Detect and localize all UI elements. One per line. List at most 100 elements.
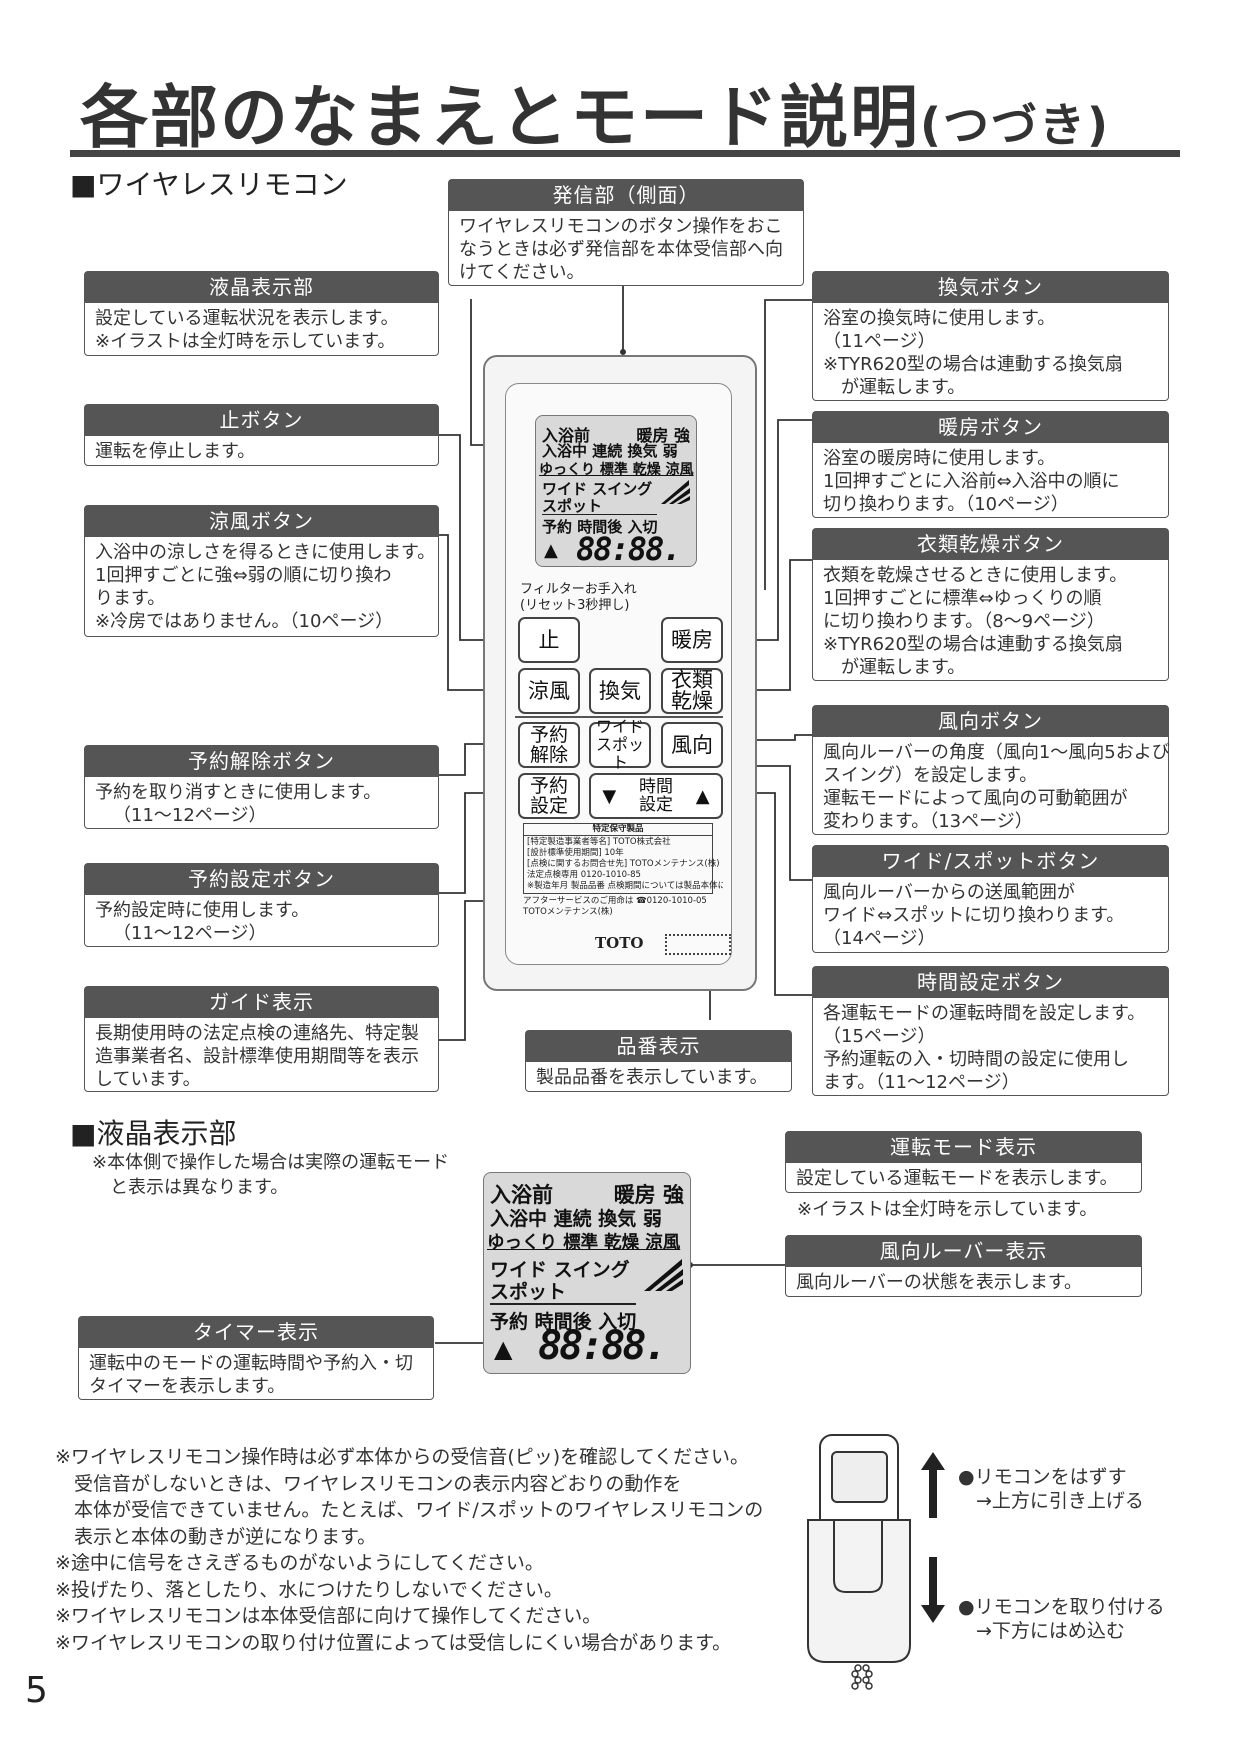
page-number: 5: [25, 1670, 48, 1711]
brand-logo: TOTO: [595, 934, 644, 952]
leader-fuko: [725, 734, 812, 741]
callout-title: 時間設定ボタン: [813, 967, 1168, 998]
holder-line: →上方に引き上げる: [976, 1490, 1144, 1512]
callout-line: 製品品番を表示しています。: [536, 1067, 768, 1088]
filter-label-line: フィルターお手入れ: [520, 582, 637, 597]
callout-title: 止ボタン: [85, 405, 438, 436]
callout-louver: 風向ルーバー表示 風向ルーバーの状態を表示します。: [785, 1235, 1142, 1297]
callout-line: 設定している運転モードを表示します。: [796, 1168, 1118, 1189]
time-set-button[interactable]: ▼ 時間設定 ▲: [589, 773, 723, 819]
leader-irui: [725, 559, 812, 691]
callout-unten-mode: 運転モード表示 設定している運転モードを表示します。: [785, 1131, 1142, 1193]
bottom-note-line: 本体が受信できていません。たとえば、ワイド/スポットのワイヤレスリモコンの: [55, 1499, 764, 1521]
callout-hasshin: 発信部（側面） ワイヤレスリモコンのボタン操作をおこ なうときは必ず発信部を本体…: [448, 179, 804, 286]
remote-holder-illustration: [807, 1434, 911, 1690]
ventilation-button[interactable]: 換気: [589, 668, 651, 714]
callout-title: 風向ボタン: [813, 706, 1168, 737]
callout-line: ワイド⇔スポットに切り換わります。: [823, 905, 1125, 926]
callout-line: 予約を取り消すときに使用します。: [95, 782, 382, 803]
button-label: 乾燥: [671, 689, 713, 713]
title-rule: [70, 150, 1180, 157]
callout-line: 1回押すごとに入浴前⇔入浴中の順に: [823, 471, 1120, 492]
large-lcd: 入浴前 暖房 強 入浴中 連続 換気 弱 ゆっくり 標準 乾燥 涼風 ワイド ス…: [483, 1172, 691, 1374]
guide-label-line: [特定製造事業者等名] TOTO株式会社: [527, 837, 671, 847]
bottom-notes: ※ワイヤレスリモコン操作時は必ず本体からの受信音(ピッ)を確認してください。 受…: [55, 1444, 763, 1656]
reservation-set-button[interactable]: 予約設定: [518, 773, 580, 819]
holder-remove-text: ●リモコンをはずす →上方に引き上げる: [958, 1465, 1144, 1513]
callout-line: ※TYR620型の場合は連動する換気扇: [823, 634, 1123, 655]
callout-line: 長期使用時の法定点検の連絡先、特定製: [95, 1023, 419, 1044]
callout-tome: 止ボタン 運転を停止します。: [84, 404, 439, 466]
callout-line: 風向ルーバーの角度（風向1～風向5および: [823, 742, 1170, 763]
wide-spot-button[interactable]: ワイドスポット: [589, 718, 651, 772]
callout-line: 浴室の暖房時に使用します。: [823, 448, 1056, 469]
callout-line: けてください。: [459, 262, 585, 283]
callout-line: 風向ルーバーの状態を表示します。: [796, 1272, 1083, 1293]
callout-fuko: 風向ボタン 風向ルーバーの角度（風向1～風向5および スイング）を設定します。 …: [812, 705, 1170, 835]
callout-line: 浴室の換気時に使用します。: [823, 308, 1056, 329]
page-title-sub: (つづき): [920, 98, 1111, 152]
button-label: ワイド: [595, 717, 644, 736]
guide-label-line: [点検に関するお問合せ先] TOTOメンテナンス(株): [527, 859, 720, 869]
callout-line: に切り換わります。（8～9ページ）: [823, 611, 1105, 632]
louver-icon: [661, 480, 690, 504]
stop-button[interactable]: 止: [518, 617, 580, 663]
leader-kanki-a: [764, 299, 812, 360]
callout-kanki: 換気ボタン 浴室の換気時に使用します。 （11ページ） ※TYR620型の場合は…: [812, 271, 1169, 401]
heating-button[interactable]: 暖房: [661, 617, 723, 663]
lcd-note-line: ※本体側で操作した場合は実際の運転モード: [92, 1152, 450, 1173]
remote-lcd-row6: 予約 時間後 入切: [542, 514, 658, 537]
button-label: 予約: [529, 775, 568, 797]
callout-line: しています。: [95, 1069, 201, 1090]
bottom-note-line: ※ワイヤレスリモコンの取り付け位置によっては受信しにくい場合があります。: [55, 1631, 732, 1654]
time-down-icon[interactable]: ▼: [602, 785, 617, 807]
cool-breeze-button[interactable]: 涼風: [518, 668, 580, 714]
large-lcd-row6: 予約 時間後 入切: [490, 1303, 637, 1334]
callout-line: 1回押すごとに強⇔弱の順に切り換わ: [95, 565, 392, 586]
button-label: 予約: [529, 724, 568, 746]
time-up-icon[interactable]: ▲: [695, 785, 710, 807]
callout-line: 造事業者名、設計標準使用期間等を表示: [95, 1046, 419, 1067]
callout-line: 入浴中の涼しさを得るときに使用します。: [95, 542, 436, 563]
holder-line: ●リモコンをはずす: [958, 1466, 1127, 1488]
callout-title: ガイド表示: [85, 987, 438, 1018]
remote-lcd-row2: 入浴中 連続 換気 弱: [542, 442, 678, 460]
callout-line: 1回押すごとに標準⇔ゆっくりの順: [823, 588, 1102, 609]
lcd-note-line: と表示は異なります。: [110, 1177, 289, 1198]
callout-danbo: 暖房ボタン 浴室の暖房時に使用します。 1回押すごとに入浴前⇔入浴中の順に 切り…: [812, 411, 1169, 518]
guide-label-line: [設計標準使用期間] 10年: [527, 848, 624, 858]
callout-line: 変わります。（13ページ）: [823, 811, 1033, 832]
callout-yoyaku-settei: 予約設定ボタン 予約設定時に使用します。 （11～12ページ）: [84, 863, 439, 947]
callout-line: が運転します。: [841, 377, 966, 398]
wind-direction-button[interactable]: 風向: [661, 722, 723, 768]
callout-title: 換気ボタン: [813, 272, 1168, 303]
guide-label-head: 特定保守製品: [523, 823, 713, 836]
guide-label-line: 法定点検専用 0120-1010-85: [527, 870, 641, 880]
holder-attach-text: ●リモコンを取り付ける →下方にはめ込む: [958, 1595, 1165, 1643]
reservation-cancel-button[interactable]: 予約解除: [518, 722, 580, 768]
callout-line: 切り換わります。（10ページ）: [823, 494, 1069, 515]
callout-hinban: 品番表示 製品品番を表示しています。: [525, 1030, 792, 1092]
button-label: 設定: [638, 795, 673, 815]
callout-line: 運転モードによって風向の可動範囲が: [823, 788, 1128, 809]
remote-lcd-digits: 88:88.: [576, 530, 682, 568]
remote-lcd: 入浴前 暖房 強 入浴中 連続 換気 弱 ゆっくり 標準 乾燥 涼風 ワイド ス…: [535, 415, 697, 568]
section-lcd-heading: ■液晶表示部: [70, 1117, 237, 1150]
callout-guide: ガイド表示 長期使用時の法定点検の連絡先、特定製 造事業者名、設計標準使用期間等…: [84, 986, 439, 1092]
holder-line: ●リモコンを取り付ける: [958, 1596, 1165, 1618]
callout-line: 運転を停止します。: [95, 441, 256, 462]
holder-line: →下方にはめ込む: [976, 1620, 1125, 1642]
large-lcd-digits: 88:88.: [538, 1323, 667, 1369]
callout-line: （11ページ）: [823, 331, 936, 352]
callout-title: 風向ルーバー表示: [786, 1236, 1141, 1267]
remote-lcd-row4: ワイド スイング: [542, 480, 653, 498]
callout-yoyaku-kaijo: 予約解除ボタン 予約を取り消すときに使用します。 （11～12ページ）: [84, 745, 439, 829]
clothes-dry-button[interactable]: 衣類乾燥: [661, 668, 723, 714]
callout-line: タイマーを表示します。: [89, 1376, 286, 1397]
callout-ryofu: 涼風ボタン 入浴中の涼しさを得るときに使用します。 1回押すごとに強⇔弱の順に切…: [84, 505, 439, 637]
large-lcd-row2: 入浴中 連続 換気 弱: [490, 1208, 662, 1230]
callout-title: 衣類乾燥ボタン: [813, 529, 1168, 560]
callout-line: スイング）を設定します。: [823, 765, 1038, 786]
guide-label-line: ※製造年月 製品品番 点検期間については製品本体に記載: [527, 881, 723, 891]
callout-line: ます。（11～12ページ）: [823, 1072, 1020, 1093]
